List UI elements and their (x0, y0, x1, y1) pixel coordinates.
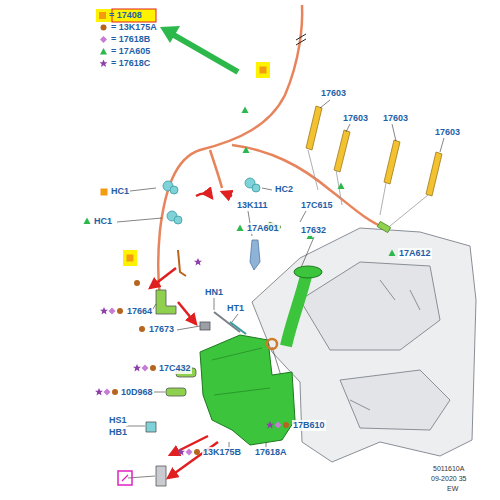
callout-number: 17C432 (158, 363, 192, 374)
callout-number: 17603 (320, 88, 347, 99)
callout-number: 17673 (148, 324, 175, 335)
legend-entry: = 13K175A (99, 22, 157, 33)
callout-number: 17603 (434, 127, 461, 138)
connector-name: HS1 (108, 415, 128, 426)
legend-symbol (99, 23, 108, 32)
callout-number: 17632 (300, 225, 327, 236)
callout-number: 17B610 (292, 420, 326, 431)
icon-box (118, 471, 132, 485)
legend-entry: = 17618B (99, 34, 150, 45)
seal-ring (267, 339, 277, 349)
legend-text: = 17408 (109, 10, 142, 21)
legend-symbol (99, 47, 108, 56)
washer-hose (158, 5, 385, 298)
washer-reservoir (200, 266, 322, 445)
legend-highlight (96, 9, 156, 22)
bracket-part (178, 250, 186, 276)
legend-text: = 13K175A (111, 22, 157, 33)
legend-entry: = 17408 (99, 10, 142, 21)
leader-line (117, 218, 162, 222)
hose-connector (267, 221, 390, 232)
callout-number: 17603 (382, 113, 409, 124)
part-marker (123, 62, 270, 266)
drawing-code: EW (446, 484, 459, 493)
connector-name: HB1 (108, 427, 128, 438)
connector-name: HT1 (226, 303, 245, 314)
legend-symbol (99, 35, 108, 44)
break-mark (296, 34, 306, 45)
legend-entry: = 17618C (99, 58, 150, 69)
callout-number: 17618A (254, 447, 288, 458)
legend-symbol (99, 59, 108, 68)
callout-number: 17603 (342, 113, 369, 124)
nozzle-line (308, 150, 428, 226)
drawing-date: 09-2020 35 (430, 474, 467, 483)
part-marker-square (127, 67, 267, 287)
callout-number: 17C615 (300, 200, 334, 211)
callout-number: 17664 (126, 306, 153, 317)
connector-name: HC2 (274, 184, 294, 195)
connector-name: HN1 (204, 287, 224, 298)
connector-name: HC1 (93, 216, 113, 227)
callout-number: 17A601 (246, 223, 280, 234)
callout-number: 17A612 (398, 248, 432, 259)
callout-number: 13K111 (236, 200, 269, 211)
mount-bracket (250, 240, 260, 270)
label-symbol (84, 189, 396, 456)
legend-text: = 17A605 (111, 46, 150, 57)
small-part (146, 290, 246, 486)
legend-text: = 17618C (111, 58, 150, 69)
callout-number: 13K175B (202, 447, 242, 458)
legend-text: = 17618B (111, 34, 150, 45)
leader-line (262, 188, 272, 190)
callout-number: 10D968 (120, 387, 154, 398)
legend-swatch (99, 12, 106, 19)
legend-entry: = 17A605 (99, 46, 150, 57)
pointer-arrow (160, 26, 238, 72)
washer-nozzle (306, 106, 442, 196)
clip-marker (242, 107, 345, 240)
red-arrow (150, 192, 232, 478)
connector-name: HC1 (110, 186, 130, 197)
body-panel (252, 228, 476, 462)
drawing-number: 5011610A (432, 464, 465, 473)
icon-box (122, 475, 128, 481)
